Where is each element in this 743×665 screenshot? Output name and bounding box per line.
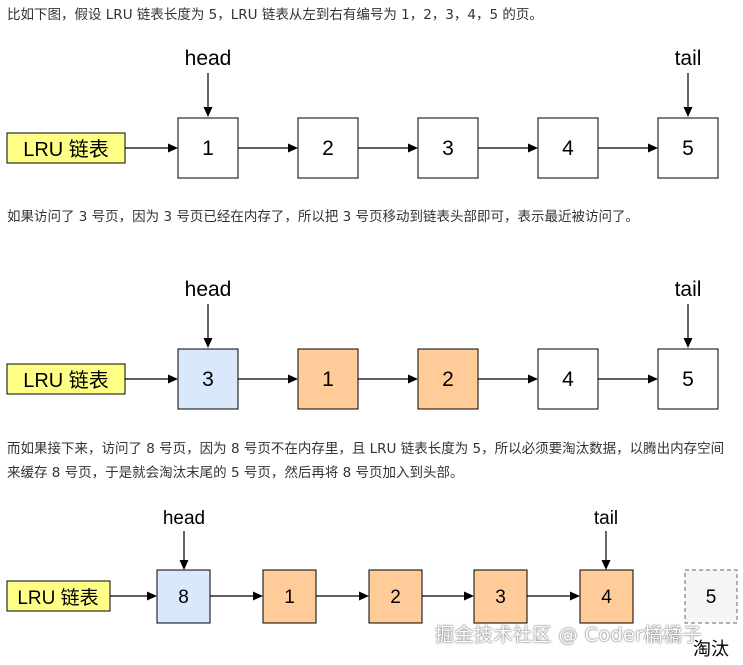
node-label: 3 — [442, 137, 454, 160]
watermark: 掘金技术社区 @ Coder橘橘子 — [435, 624, 703, 646]
node-box-accessed — [156, 569, 211, 624]
node-box-moved — [417, 348, 479, 410]
head-label: head — [185, 47, 232, 70]
link-arrow-head — [648, 374, 658, 384]
node-box-accessed — [177, 348, 239, 410]
link-arrow-head — [528, 143, 538, 153]
node-box — [537, 117, 599, 179]
label-arrow-head — [147, 591, 157, 601]
link-arrow-head — [253, 591, 263, 601]
node-label: 5 — [682, 368, 694, 391]
label-arrow-head — [168, 374, 178, 384]
node-label: 8 — [178, 587, 189, 608]
node-box — [177, 117, 239, 179]
node-label: 1 — [202, 137, 214, 160]
node-box — [657, 348, 719, 410]
head-arrow-head — [179, 560, 189, 570]
node-box — [537, 348, 599, 410]
head-label: head — [185, 278, 232, 301]
node-box-moved — [473, 569, 528, 624]
lru-label-box — [6, 132, 126, 164]
lru-diagram-initial: LRU 链表 head tail 1 2 3 4 5 — [6, 47, 719, 179]
label-arrow-head — [168, 143, 178, 153]
node-label: 1 — [284, 587, 295, 608]
evicted-node-label: 5 — [706, 587, 717, 608]
node-box-moved — [579, 569, 634, 624]
link-arrow-head — [359, 591, 369, 601]
node-box-moved — [262, 569, 317, 624]
link-arrow-head — [408, 143, 418, 153]
lru-label-box — [6, 580, 111, 612]
node-label: 4 — [562, 137, 574, 160]
head-arrow-head — [203, 338, 213, 348]
access-paragraph: 如果访问了 3 号页，因为 3 号页已经在内存了，所以把 3 号页移动到链表头部… — [7, 209, 640, 225]
eviction-paragraph: 而如果接下来，访问了 8 号页，因为 8 号页不在内存里，且 LRU 链表长度为… — [7, 441, 725, 481]
link-arrow-head — [464, 591, 474, 601]
node-label: 2 — [322, 137, 334, 160]
head-label: head — [163, 508, 205, 529]
tail-label: tail — [675, 47, 702, 70]
node-label: 4 — [562, 368, 574, 391]
node-label: 2 — [390, 587, 401, 608]
head-arrow-head — [203, 107, 213, 117]
link-arrow-head — [648, 143, 658, 153]
tail-label: tail — [675, 278, 702, 301]
tail-arrow-head — [601, 560, 611, 570]
intro-paragraph: 比如下图，假设 LRU 链表长度为 5，LRU 链表从左到右有编号为 1，2，3… — [7, 7, 543, 23]
link-arrow-head — [288, 374, 298, 384]
evicted-label: 淘汰 — [693, 639, 729, 660]
link-arrow-head — [528, 374, 538, 384]
tail-label: tail — [594, 508, 618, 529]
node-label: 3 — [202, 368, 214, 391]
link-arrow-head — [408, 374, 418, 384]
lru-diagram-after-access: LRU 链表 head tail 3 1 2 4 5 — [6, 278, 719, 410]
node-label: 2 — [442, 368, 454, 391]
lru-label: LRU 链表 — [17, 587, 98, 609]
node-label: 1 — [322, 368, 334, 391]
link-arrow-head — [288, 143, 298, 153]
lru-label: LRU 链表 — [23, 138, 109, 161]
tail-arrow-head — [683, 338, 693, 348]
node-box-moved — [297, 348, 359, 410]
node-box — [297, 117, 359, 179]
lru-label: LRU 链表 — [23, 369, 109, 392]
node-box — [657, 117, 719, 179]
node-label: 3 — [495, 587, 506, 608]
lru-diagram-after-eviction: LRU 链表 head tail 8 1 2 3 4 5 淘汰 — [6, 508, 738, 660]
link-arrow-head — [570, 591, 580, 601]
node-label: 4 — [601, 587, 612, 608]
tail-arrow-head — [683, 107, 693, 117]
node-label: 5 — [682, 137, 694, 160]
evicted-node-box — [684, 569, 738, 624]
